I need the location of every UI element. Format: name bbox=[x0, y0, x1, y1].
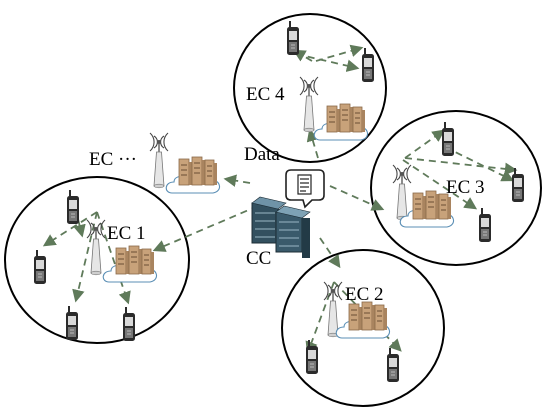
phone-icon bbox=[305, 339, 319, 375]
phone-icon bbox=[441, 121, 455, 157]
phone-icon bbox=[478, 207, 492, 243]
server-rack-icon bbox=[251, 196, 311, 258]
label-ec2: EC 2 bbox=[345, 284, 384, 305]
tower-icon bbox=[299, 76, 319, 133]
phone-icon bbox=[65, 305, 79, 341]
label-cc: CC bbox=[246, 248, 271, 269]
label-ec3: EC 3 bbox=[446, 177, 485, 198]
label-ec-more: EC ··· bbox=[89, 149, 137, 170]
ec3-cell bbox=[370, 110, 542, 266]
label-ec1: EC 1 bbox=[107, 223, 146, 244]
label-data: Data bbox=[244, 144, 280, 165]
ec4-cell bbox=[233, 13, 387, 163]
server-cloud-icon bbox=[335, 301, 391, 339]
server-cloud-icon bbox=[313, 103, 369, 141]
phone-icon bbox=[122, 306, 136, 342]
ec1-cell bbox=[4, 176, 190, 344]
phone-icon bbox=[66, 189, 80, 225]
phone-icon bbox=[386, 347, 400, 383]
phone-icon bbox=[33, 249, 47, 285]
ec2-cell bbox=[281, 249, 445, 407]
document-bubble-icon bbox=[285, 169, 325, 209]
server-cloud-icon bbox=[165, 156, 221, 194]
label-ec4: EC 4 bbox=[246, 84, 285, 105]
tower-icon bbox=[392, 164, 412, 221]
phone-icon bbox=[361, 47, 375, 83]
tower-icon bbox=[149, 132, 169, 189]
phone-icon bbox=[511, 167, 525, 203]
cell-circles bbox=[4, 13, 542, 407]
phone-icon bbox=[286, 20, 300, 56]
